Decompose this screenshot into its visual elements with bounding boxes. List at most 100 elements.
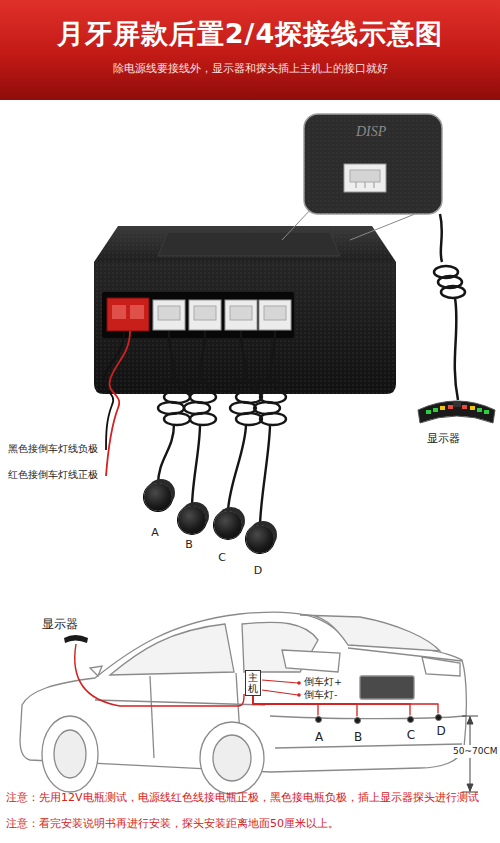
sensor-cable	[169, 331, 174, 378]
host-unit	[194, 306, 216, 320]
host-unit	[130, 305, 144, 319]
display-unit	[470, 406, 475, 410]
car-display-wire	[262, 680, 298, 683]
dimension: 50~70CM	[452, 745, 499, 758]
callout-letter: D	[254, 565, 262, 577]
zoom-callout	[365, 182, 366, 188]
host-unit	[225, 300, 257, 330]
car-outline	[360, 676, 414, 699]
callout-letter: A	[151, 527, 159, 539]
car-outline	[422, 657, 460, 676]
cable-coil	[236, 413, 262, 425]
zoom-callout	[304, 114, 442, 214]
host-unit	[153, 300, 185, 330]
callout-letter: B	[353, 731, 363, 744]
part-label: 显示器	[42, 617, 78, 631]
note: 注意：先用12V电瓶测试，电源线红色线接电瓶正极，黑色接电瓶负极，插上显示器探头…	[6, 791, 479, 804]
display-cable	[455, 298, 458, 400]
callout-letter: C	[218, 552, 226, 564]
zoom-callout	[282, 114, 442, 240]
car-display-wire	[297, 681, 301, 685]
sensor-probe: A	[144, 483, 172, 511]
car-outline	[42, 716, 98, 792]
host-unit	[107, 298, 149, 331]
zoom-callout	[344, 164, 386, 192]
zoom-callout	[282, 208, 312, 240]
host-unit	[259, 300, 291, 330]
display-cable	[434, 214, 465, 400]
host-unit	[158, 306, 180, 320]
sensor-probe: D	[246, 525, 274, 553]
zoom-callout	[304, 114, 442, 214]
car-display-wire	[262, 690, 298, 695]
sensor-wire	[253, 696, 438, 714]
display-unit	[453, 401, 461, 407]
host-unit	[94, 262, 396, 394]
cable-coil	[164, 413, 190, 425]
display-unit	[440, 406, 445, 410]
car-display-wire	[75, 644, 244, 706]
display-unit	[484, 410, 489, 414]
host-unit	[94, 226, 396, 262]
car-display-wire	[64, 635, 88, 643]
dimension-line	[467, 784, 473, 791]
car-outline	[54, 730, 86, 778]
zoom-callout	[350, 170, 380, 182]
sensor-dot: B	[354, 717, 361, 724]
car-outline	[150, 676, 154, 758]
car-outline	[275, 744, 462, 748]
car-display-wire	[64, 635, 301, 706]
display-unit	[433, 408, 438, 412]
zoom-callout	[356, 182, 357, 188]
sensor-cable	[241, 331, 246, 378]
sensor-dot: D	[435, 714, 442, 721]
cable-coil	[190, 413, 216, 425]
wire-label: 红色接倒车灯线正极	[8, 469, 98, 481]
callout-letter: B	[185, 539, 193, 551]
wire-label: 倒车灯-	[304, 689, 337, 700]
host-box: 主机	[245, 670, 261, 696]
power-wires	[103, 331, 130, 476]
power-wires	[103, 331, 124, 450]
car-outline	[90, 666, 102, 676]
display-unit	[418, 401, 495, 423]
display-unit	[426, 410, 431, 414]
callout-letter: A	[314, 731, 324, 744]
sensor-cable	[228, 424, 246, 513]
sensor-probe: B	[178, 506, 206, 534]
display-unit	[477, 408, 482, 412]
host-unit	[264, 306, 286, 320]
host-unit	[230, 306, 252, 320]
car-outline	[213, 735, 251, 781]
car-outline	[20, 612, 466, 794]
sensor-cables	[158, 331, 286, 527]
display-unit	[462, 405, 467, 409]
cable-coil	[260, 413, 286, 425]
note: 注意：看完安装说明书再进行安装，探头安装距离地面50厘米以上。	[6, 817, 339, 830]
dimension-line	[467, 717, 473, 724]
part-label: 显示器	[427, 432, 460, 445]
wire-label: 黑色接倒车灯线负极	[8, 443, 98, 455]
zoom-callout	[374, 182, 375, 188]
host-unit	[158, 232, 340, 256]
display-cable	[441, 286, 465, 298]
host-unit	[94, 226, 396, 262]
car-outline	[300, 615, 440, 651]
sensor-dot: A	[315, 716, 322, 723]
sensor-cable	[260, 424, 270, 527]
car-outline	[200, 722, 264, 794]
sensor-cable	[192, 424, 200, 508]
sensor-cable	[158, 424, 174, 485]
sensor-probe: C	[214, 511, 242, 539]
header-band	[0, 0, 500, 100]
sensor-cable	[270, 331, 275, 378]
sensor-cable	[200, 331, 205, 378]
car-display-wire	[297, 693, 301, 697]
wire-label: 倒车灯+	[304, 676, 342, 687]
display-unit	[448, 405, 453, 409]
car-outline	[282, 650, 340, 672]
host-unit	[94, 226, 396, 394]
car-outline	[348, 648, 462, 661]
